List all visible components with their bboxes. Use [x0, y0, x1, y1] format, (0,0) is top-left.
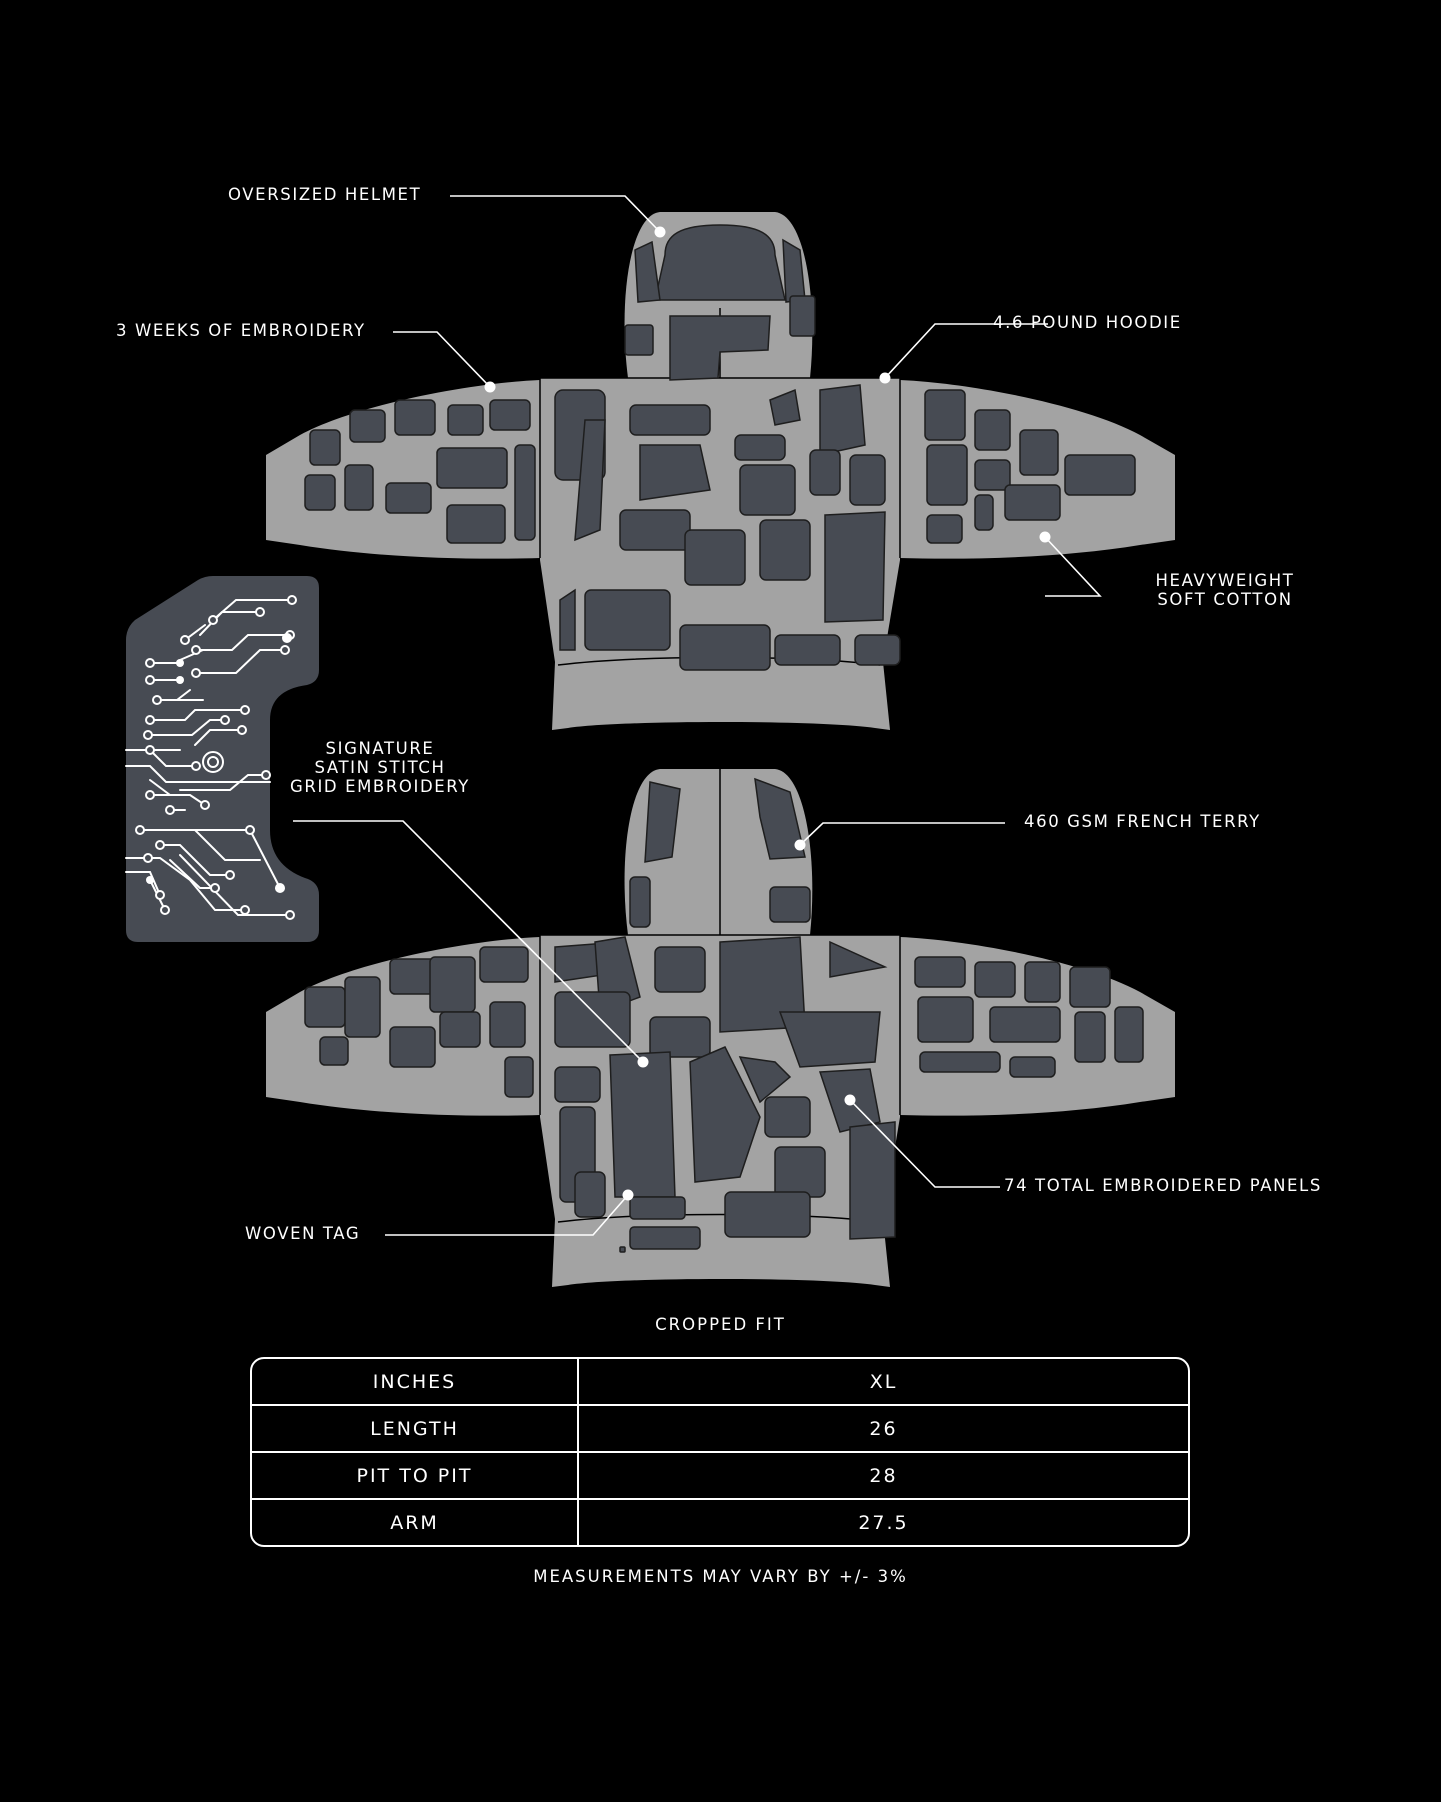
table-row: PIT TO PIT 28 [252, 1453, 1188, 1500]
callout-cotton-line1: HEAVYWEIGHT [1155, 571, 1295, 590]
callout-total-panels: 74 TOTAL EMBROIDERED PANELS [1004, 1176, 1322, 1195]
row-value: 26 [579, 1406, 1188, 1453]
row-value: 27.5 [858, 1511, 909, 1534]
callout-oversized-helmet: OVERSIZED HELMET [228, 185, 422, 204]
size-chart-unit: INCHES [252, 1359, 579, 1406]
callout-lines [293, 195, 1102, 1236]
fit-label: CROPPED FIT [655, 1315, 786, 1334]
table-row: LENGTH 26 [252, 1406, 1188, 1453]
callout-dots [484, 226, 1051, 1201]
callout-cotton-line2: SOFT COTTON [1157, 589, 1293, 609]
callout-embroidery-weeks: 3 WEEKS OF EMBROIDERY [116, 321, 366, 340]
hoodie-front-view [266, 769, 1175, 1287]
callout-signature-embroidery: SIGNATURE SATIN STITCH GRID EMBROIDERY [280, 739, 480, 797]
size-chart-header: INCHES XL [252, 1359, 1188, 1406]
callout-signature-line1: SIGNATURE [325, 739, 435, 758]
callout-woven-tag: WOVEN TAG [245, 1224, 361, 1243]
embroidered-panels-front [304, 777, 1144, 1253]
callout-french-terry: 460 GSM FRENCH TERRY [1024, 812, 1261, 831]
callout-signature-line2: SATIN STITCH [314, 757, 446, 777]
row-label: PIT TO PIT [252, 1453, 579, 1500]
row-value: 28 [579, 1453, 1188, 1500]
size-chart: INCHES XL LENGTH 26 PIT TO PIT 28 ARM 27… [250, 1357, 1190, 1547]
table-row: ARM 27.5 [252, 1500, 1188, 1545]
size-chart-size: XL [579, 1359, 1188, 1406]
row-label: ARM [252, 1500, 579, 1545]
embroidered-panels [304, 224, 1136, 671]
callout-hoodie-weight: 4.6 POUND HOODIE [993, 313, 1182, 332]
callout-signature-line3: GRID EMBROIDERY [290, 776, 470, 796]
hoodie-back-view [266, 212, 1175, 730]
measurement-note: MEASUREMENTS MAY VARY BY +/- 3% [533, 1567, 908, 1586]
circuit-embroidery-swatch [125, 576, 319, 942]
row-label: LENGTH [252, 1406, 579, 1453]
callout-heavyweight-cotton: HEAVYWEIGHT SOFT COTTON [1145, 571, 1305, 610]
